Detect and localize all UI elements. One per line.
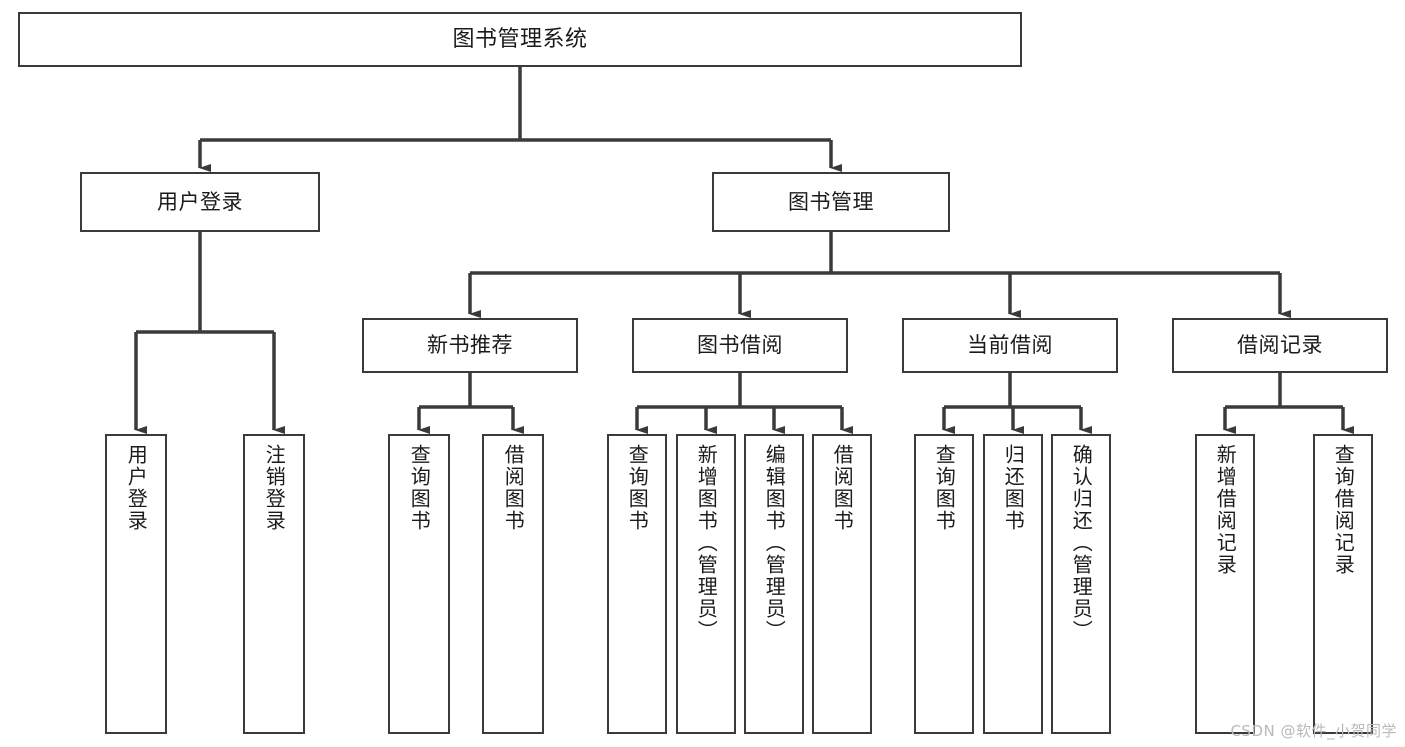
node-label: 查询图书 [932, 444, 957, 532]
node-label: 注销登录 [262, 444, 287, 532]
node-label: 新增图书（管理员） [694, 444, 719, 642]
node-leaf-confirm-return-admin[interactable]: 确认归还（管理员） [1051, 434, 1111, 734]
node-leaf-query-borrow-record[interactable]: 查询借阅记录 [1313, 434, 1373, 734]
node-leaf-query-book-current[interactable]: 查询图书 [914, 434, 974, 734]
node-label: 借阅图书 [830, 444, 855, 532]
node-leaf-add-borrow-record[interactable]: 新增借阅记录 [1195, 434, 1255, 734]
node-new-book-recommendation[interactable]: 新书推荐 [362, 318, 578, 373]
node-label: 归还图书 [1001, 444, 1026, 532]
node-label: 新书推荐 [427, 333, 513, 358]
node-label: 新增借阅记录 [1213, 444, 1238, 576]
node-label: 编辑图书（管理员） [762, 444, 787, 642]
node-label: 确认归还（管理员） [1069, 444, 1094, 642]
node-label: 图书管理 [788, 189, 874, 214]
node-user-login[interactable]: 用户登录 [80, 172, 320, 232]
node-label: 查询图书 [625, 444, 650, 532]
node-leaf-edit-book-admin[interactable]: 编辑图书（管理员） [744, 434, 804, 734]
node-leaf-borrow-book-recommend[interactable]: 借阅图书 [482, 434, 544, 734]
node-label: 图书管理系统 [452, 26, 588, 52]
node-label: 查询图书 [407, 444, 432, 532]
node-leaf-return-book[interactable]: 归还图书 [983, 434, 1043, 734]
node-leaf-borrow-book[interactable]: 借阅图书 [812, 434, 872, 734]
node-label: 图书借阅 [697, 333, 783, 358]
node-current-borrowing[interactable]: 当前借阅 [902, 318, 1118, 373]
node-label: 用户登录 [157, 189, 243, 214]
node-label: 借阅记录 [1237, 333, 1323, 358]
node-label: 当前借阅 [967, 333, 1053, 358]
node-label: 借阅图书 [501, 444, 526, 532]
node-leaf-query-book-recommend[interactable]: 查询图书 [388, 434, 450, 734]
node-root-system[interactable]: 图书管理系统 [18, 12, 1022, 67]
node-book-borrowing[interactable]: 图书借阅 [632, 318, 848, 373]
node-book-management[interactable]: 图书管理 [712, 172, 950, 232]
node-leaf-add-book-admin[interactable]: 新增图书（管理员） [676, 434, 736, 734]
node-borrowing-record[interactable]: 借阅记录 [1172, 318, 1388, 373]
node-leaf-user-login[interactable]: 用户登录 [105, 434, 167, 734]
node-label: 查询借阅记录 [1331, 444, 1356, 576]
node-leaf-query-book-borrow[interactable]: 查询图书 [607, 434, 667, 734]
node-label: 用户登录 [124, 444, 149, 532]
node-leaf-logout[interactable]: 注销登录 [243, 434, 305, 734]
watermark-text: CSDN @软件_小贺同学 [1230, 722, 1397, 740]
